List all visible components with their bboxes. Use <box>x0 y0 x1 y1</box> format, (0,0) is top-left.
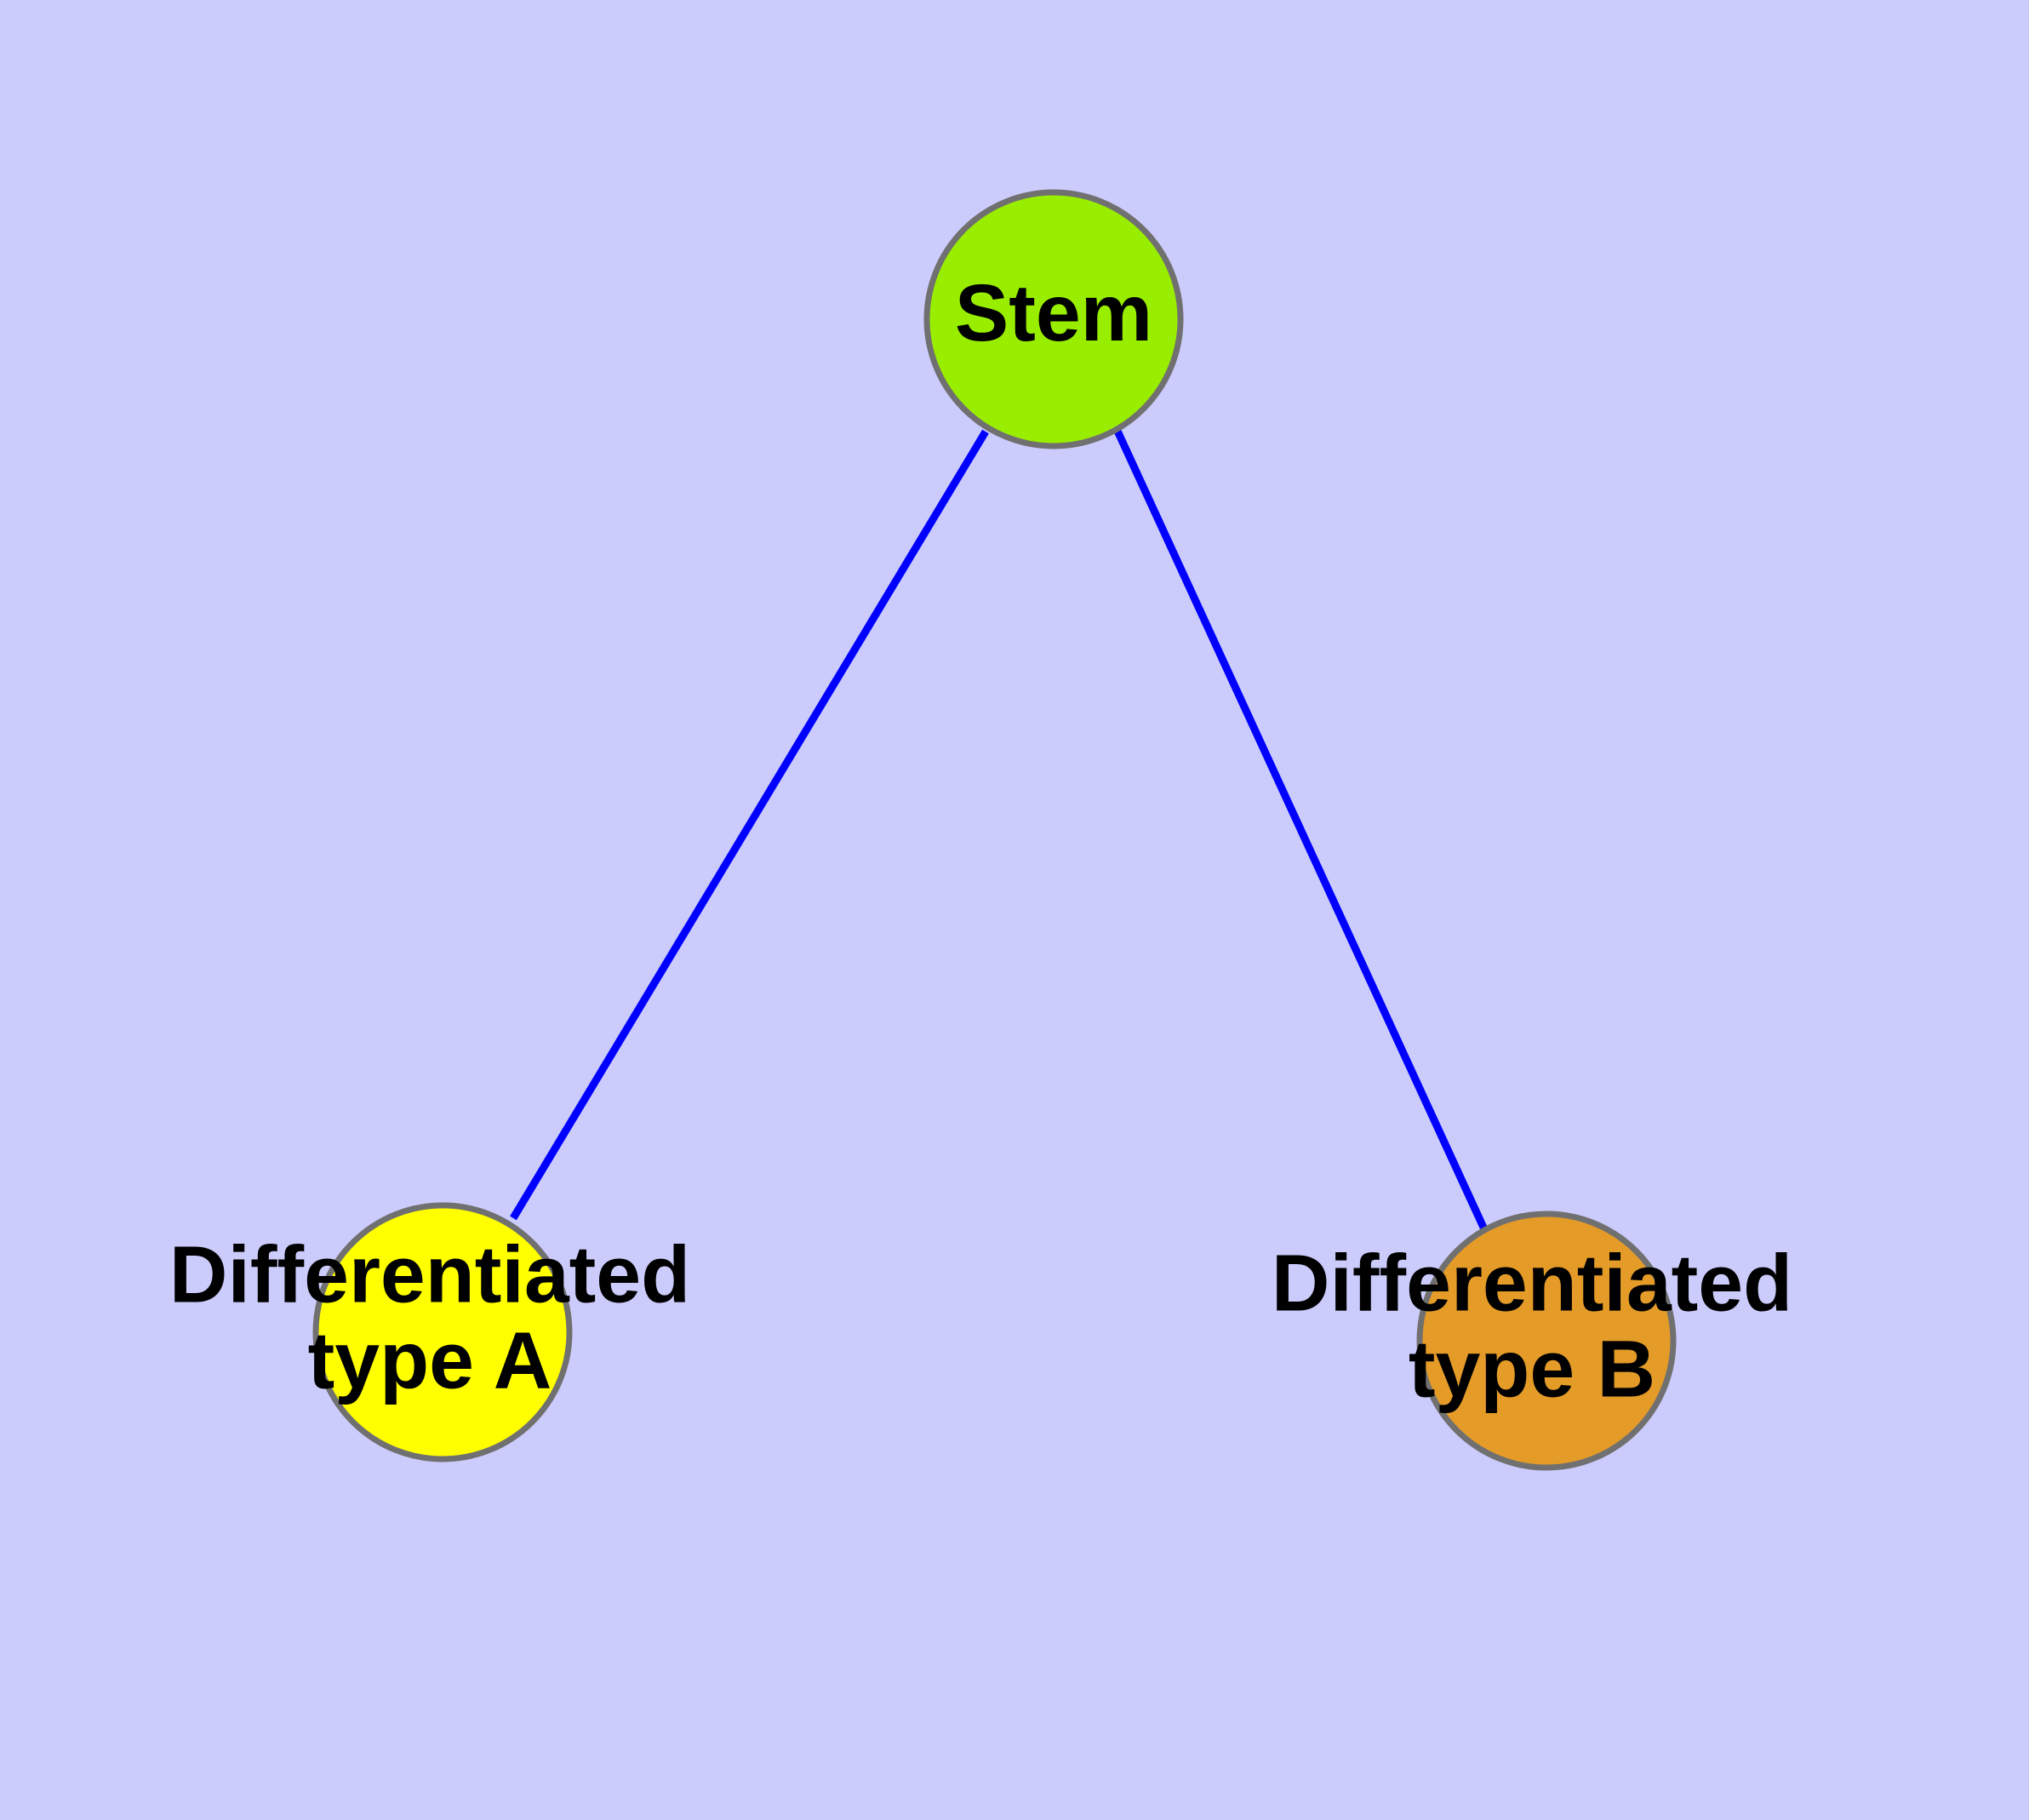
node-differentiated-type-a-circle[interactable] <box>312 1202 573 1462</box>
node-stem-circle[interactable] <box>923 189 1184 449</box>
edge-stem-to-differentiated-type-a[interactable] <box>510 429 989 1221</box>
edge-stem-to-differentiated-type-b[interactable] <box>1112 427 1489 1231</box>
node-stem-label: Stem <box>955 268 1152 358</box>
node-differentiated-type-b-circle[interactable] <box>1416 1210 1677 1471</box>
node-stem[interactable]: Stem <box>923 189 1184 449</box>
edges-layer <box>510 427 1489 1231</box>
